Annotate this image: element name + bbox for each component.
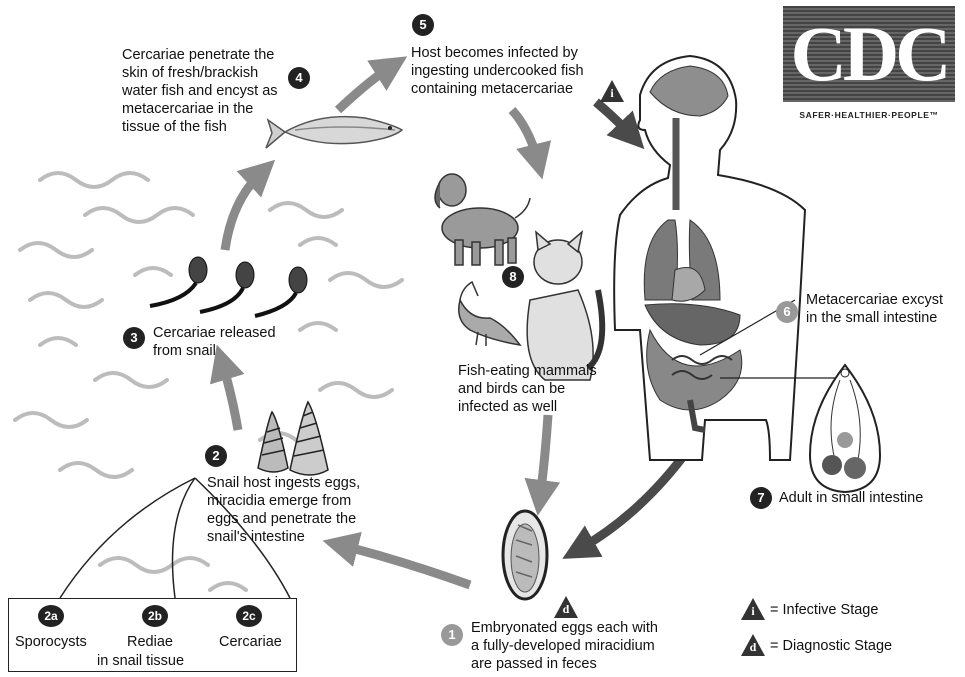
stage-2b-label: Rediae	[127, 633, 173, 651]
step-3-number: 3	[123, 327, 145, 349]
arrow-8-to-1	[540, 415, 548, 498]
stage-2c-number: 2c	[236, 605, 262, 627]
step-2-number: 2	[205, 445, 227, 467]
arrow-2-to-3	[222, 362, 238, 430]
step-6-text: Metacercariae excyst in the small intest…	[806, 291, 965, 327]
cat-illustration	[527, 232, 602, 380]
snail-tissue-caption: in snail tissue	[97, 652, 184, 670]
step-5-number: 5	[412, 14, 434, 36]
step-6-number: 6	[776, 301, 798, 323]
legend-infective-label: = Infective Stage	[770, 601, 878, 619]
cercariae-illustration	[150, 257, 307, 316]
step-3-text: Cercariae released from snail	[153, 324, 323, 360]
infective-stage-marker: i	[600, 80, 624, 102]
stage-2a-number: 2a	[38, 605, 64, 627]
step-1-number: 1	[441, 624, 463, 646]
stage-2a-label: Sporocysts	[15, 633, 87, 651]
legend-infective-icon: i	[741, 598, 765, 620]
arrow-3-to-4	[225, 172, 262, 250]
arrow-5-to-human	[596, 102, 632, 136]
step-7-text: Adult in small intestine	[779, 489, 959, 507]
step-2-text: Snail host ingests eggs, miracidia emerg…	[207, 474, 417, 546]
cdc-logo-text: CDC	[783, 12, 955, 96]
arrow-1-to-2	[340, 545, 470, 585]
stage-2b-number: 2b	[142, 605, 168, 627]
arrow-5-to-8	[512, 110, 538, 162]
step-1-text: Embryonated eggs each with a fully-devel…	[471, 619, 731, 673]
human-illustration	[614, 56, 805, 460]
step-4-number: 4	[288, 67, 310, 89]
adult-fluke-illustration	[810, 365, 880, 492]
stage-2c-label: Cercariae	[219, 633, 282, 651]
snail-stages-box: 2a 2b 2c Sporocysts Rediae Cercariae in …	[8, 598, 297, 672]
step-8-number: 8	[502, 266, 524, 288]
legend-diagnostic-label: = Diagnostic Stage	[770, 637, 892, 655]
step-4-text: Cercariae penetrate the skin of fresh/br…	[122, 46, 302, 136]
legend-diagnostic-icon: d	[741, 634, 765, 656]
dog-illustration	[435, 174, 530, 265]
bird-illustration	[459, 282, 520, 346]
arrow-human-to-1	[578, 450, 688, 550]
step-8-text: Fish-eating mammals and birds can be inf…	[458, 362, 628, 416]
step-7-number: 7	[750, 487, 772, 509]
diagnostic-stage-marker: d	[554, 596, 578, 618]
cdc-tagline: SAFER·HEALTHIER·PEOPLE™	[783, 110, 955, 120]
arrow-4-to-5	[338, 66, 392, 110]
egg-illustration	[503, 511, 547, 599]
cdc-logo: CDC SAFER·HEALTHIER·PEOPLE™	[783, 6, 955, 128]
